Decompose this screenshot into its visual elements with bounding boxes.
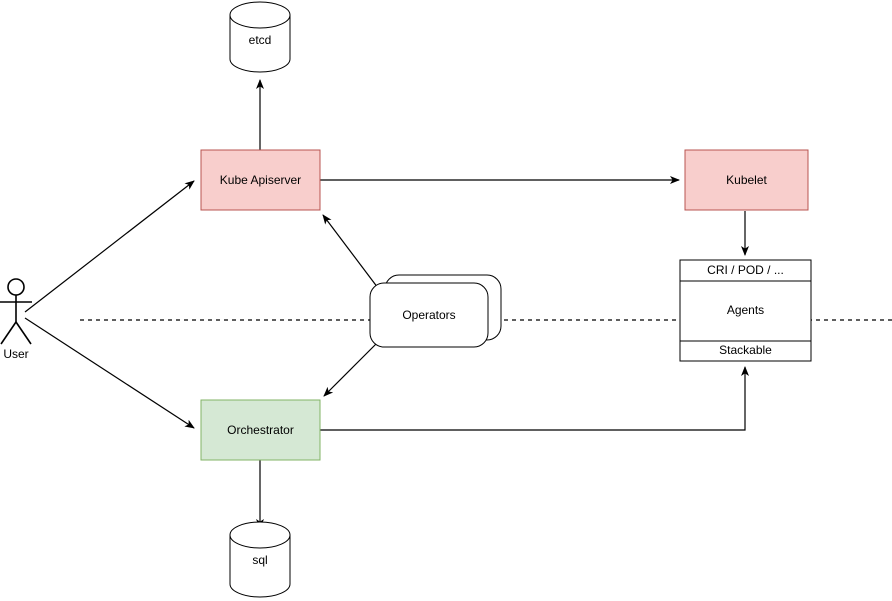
etcd-cylinder-top [229, 1, 291, 29]
node-operators[interactable]: Operators [369, 274, 502, 348]
node-orchestrator[interactable]: Orchestrator [200, 399, 321, 461]
orchestrator-box [200, 399, 321, 461]
agents-footer-label: Stackable [719, 343, 772, 357]
agents-body-label: Agents [727, 303, 764, 317]
kube-apiserver-label: Kube Apiserver [220, 173, 301, 187]
edge-operators-to-apiserver [322, 214, 379, 289]
user-head-icon [7, 278, 25, 296]
edge-operators-to-orchestrator [323, 343, 377, 397]
kube-apiserver-box [200, 149, 321, 211]
user-left-leg-icon [0, 321, 17, 345]
node-kubelet[interactable]: Kubelet [684, 149, 809, 211]
node-agents-group[interactable]: CRI / POD / ... Agents Stackable [679, 259, 812, 362]
agents-header-label: CRI / POD / ... [707, 263, 784, 277]
sql-cylinder-body [229, 534, 291, 598]
etcd-label: etcd [249, 33, 272, 47]
etcd-cylinder-body [229, 14, 291, 73]
orchestrator-label: Orchestrator [227, 423, 294, 437]
sql-cylinder-top [229, 521, 291, 549]
node-sql[interactable]: sql [229, 521, 291, 598]
edge-orchestrator-to-stackable [320, 366, 749, 431]
operators-label: Operators [402, 308, 455, 322]
kubelet-label: Kubelet [726, 173, 767, 187]
user-label: User [3, 347, 28, 361]
edge-user-to-apiserver [24, 180, 195, 313]
user-right-leg-icon [15, 321, 32, 345]
node-user-actor[interactable]: User [0, 278, 32, 361]
agents-group-outer-box [679, 259, 812, 362]
node-kube-apiserver[interactable]: Kube Apiserver [200, 149, 321, 211]
node-etcd[interactable]: etcd [229, 1, 291, 73]
kubelet-box [684, 149, 809, 211]
operators-front-card [369, 282, 489, 348]
sql-label: sql [252, 553, 267, 567]
edge-user-to-orchestrator [24, 317, 195, 429]
